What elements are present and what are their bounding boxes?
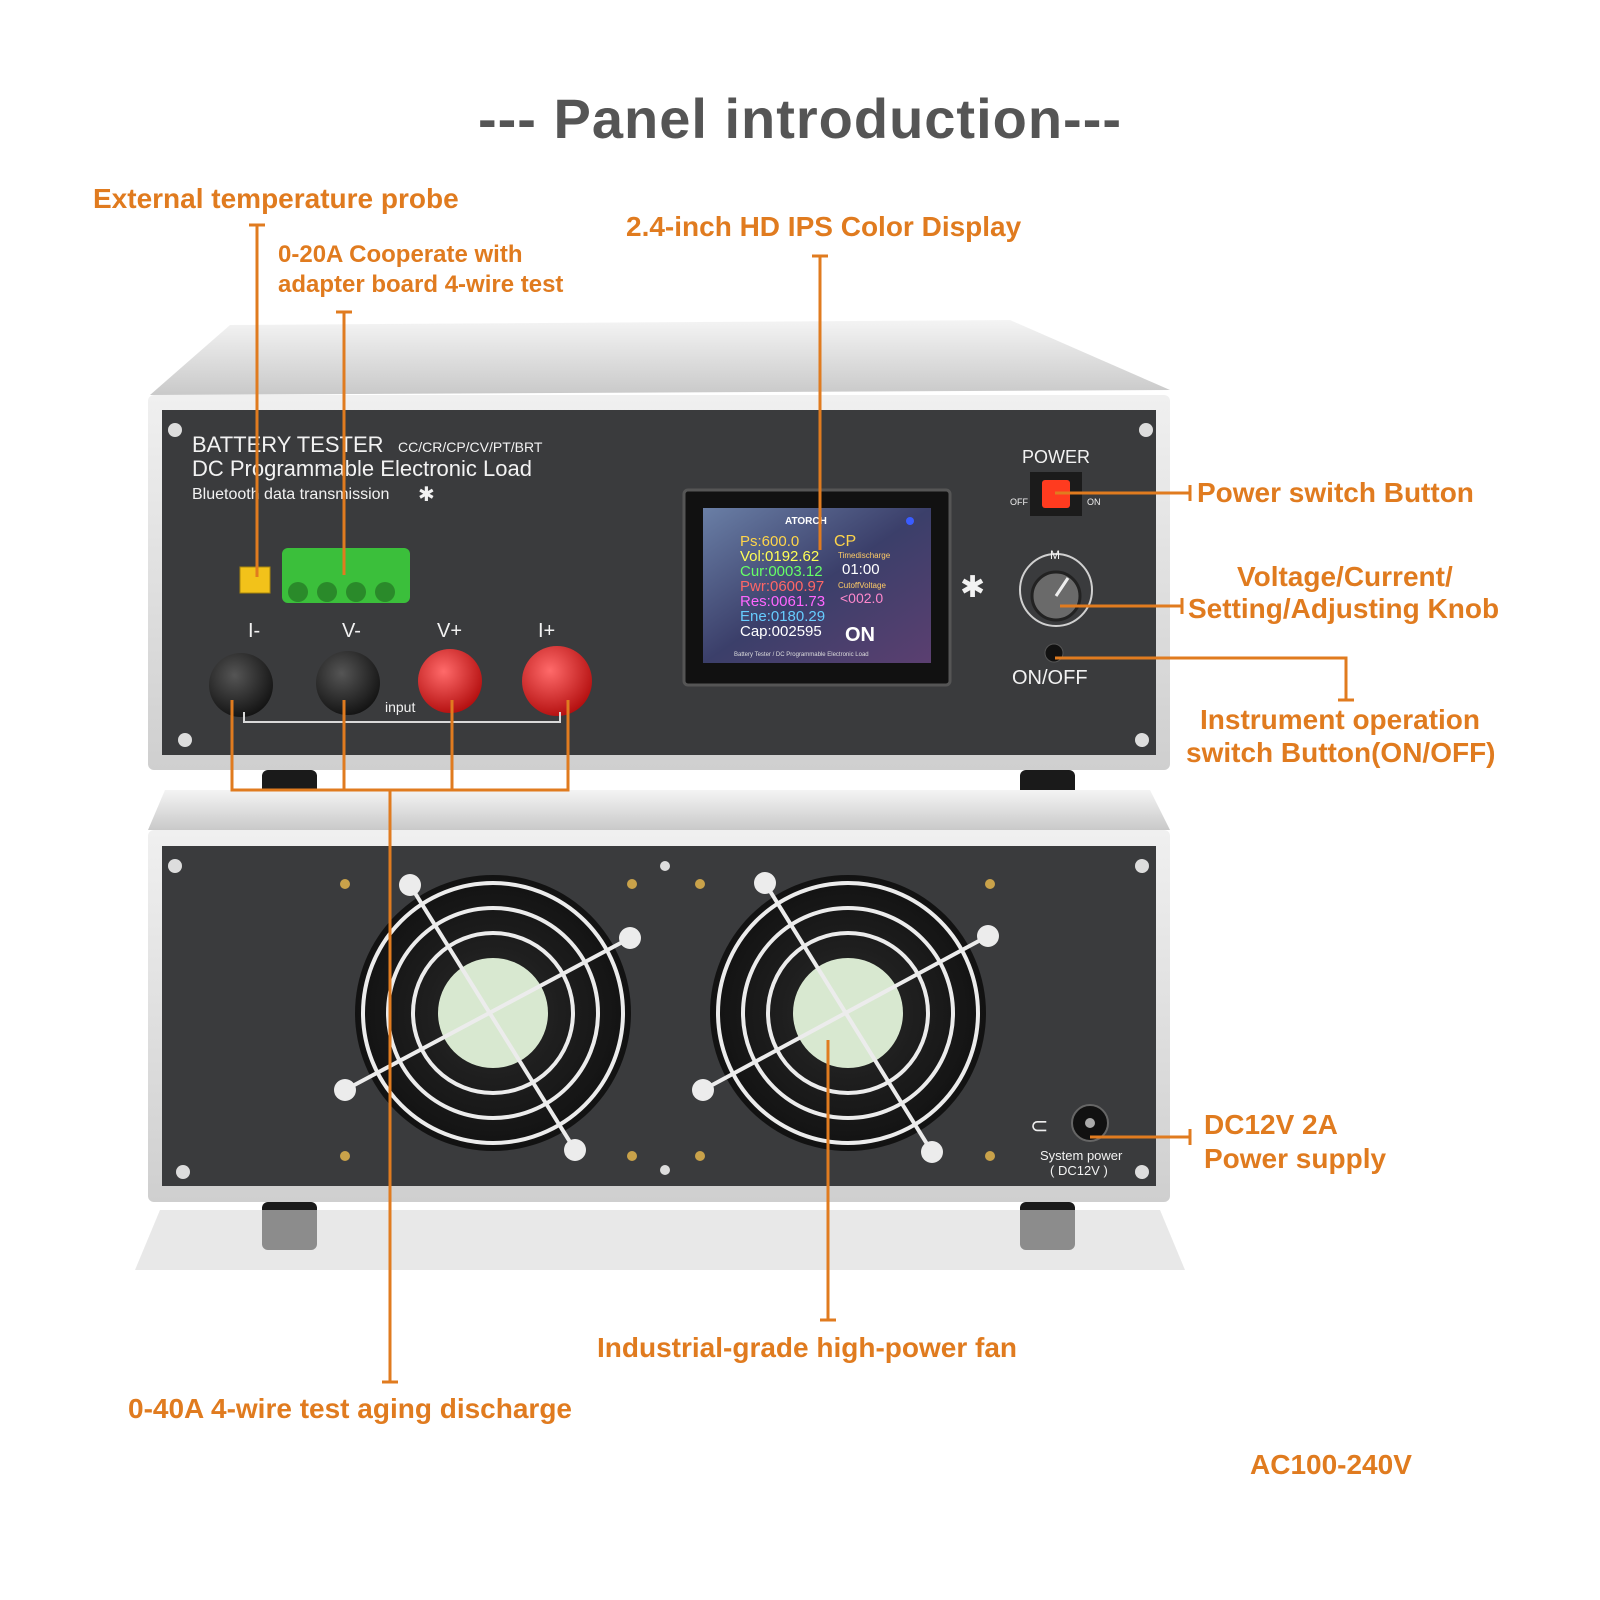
callout-knob-line2: Setting/Adjusting Knob xyxy=(1188,593,1500,624)
screw xyxy=(695,879,705,889)
lower-unit: ⊂ System power ( DC12V ) xyxy=(135,790,1185,1270)
screen-capacity: Cap:002595 xyxy=(740,623,822,640)
dc-jack-pin xyxy=(1085,1118,1095,1128)
screw xyxy=(168,423,182,437)
callout-power-switch: Power switch Button xyxy=(1197,477,1474,508)
screw xyxy=(985,879,995,889)
screw xyxy=(1135,859,1149,873)
terminal-label: I+ xyxy=(538,620,555,642)
screen-current: Cur:0003.12 xyxy=(740,563,823,580)
screen-cutoff-label: CutoffVoltage xyxy=(838,581,886,590)
bluetooth-led xyxy=(906,517,914,525)
screw xyxy=(985,1151,995,1161)
floor-shadow xyxy=(135,1210,1185,1270)
screen-brand: ATORCH xyxy=(785,516,827,527)
terminal-label: V- xyxy=(342,620,361,642)
bluetooth-icon: ✱ xyxy=(418,484,435,506)
bluetooth-text: Bluetooth data transmission xyxy=(192,486,389,503)
callout-ac-input: AC100-240V xyxy=(1250,1449,1412,1480)
callout-adapter-line1: 0-20A Cooperate with xyxy=(278,241,523,268)
callout-knob-line1: Voltage/Current/ xyxy=(1237,561,1453,592)
brand-line1: BATTERY TESTER xyxy=(192,432,384,457)
brand-modes: CC/CR/CP/CV/PT/BRT xyxy=(398,439,543,455)
terminal-v-plus[interactable] xyxy=(418,649,482,713)
terminal-v-minus[interactable] xyxy=(316,651,380,715)
callout-fan: Industrial-grade high-power fan xyxy=(597,1332,1018,1363)
screen-cutoff: <002.0 xyxy=(840,590,883,606)
leader-onoff xyxy=(1055,656,1348,700)
screen-time-label: Timedischarge xyxy=(838,551,891,560)
knob-indicator xyxy=(1054,577,1070,597)
power-on-label: ON xyxy=(1087,497,1101,507)
callout-temperature-probe: External temperature probe xyxy=(93,183,459,214)
callout-4wire-discharge: 0-40A 4-wire test aging discharge xyxy=(128,1393,572,1424)
temperature-probe-port[interactable] xyxy=(239,566,271,594)
callout-dc-line1: DC12V 2A xyxy=(1204,1109,1338,1140)
screen-time: 01:00 xyxy=(842,561,880,578)
power-label: POWER xyxy=(1022,447,1090,467)
terminal-label: I- xyxy=(248,620,260,642)
screw xyxy=(660,1165,670,1175)
screen-voltage: Vol:0192.62 xyxy=(740,548,819,565)
screw xyxy=(1135,733,1149,747)
screw xyxy=(695,1151,705,1161)
callout-display: 2.4-inch HD IPS Color Display xyxy=(626,211,1022,242)
screen-mode: CP xyxy=(834,533,856,550)
screw xyxy=(176,1165,190,1179)
terminal-label: V+ xyxy=(437,620,462,642)
callout-adapter-line2: adapter board 4-wire test xyxy=(278,271,564,298)
input-label: input xyxy=(385,699,415,715)
screw xyxy=(627,879,637,889)
onoff-label: ON/OFF xyxy=(1012,667,1088,689)
screw xyxy=(340,1151,350,1161)
cooling-fan-right xyxy=(692,872,999,1163)
system-power-label: System power xyxy=(1040,1148,1123,1163)
screen-footer: Battery Tester / DC Programmable Electro… xyxy=(734,652,869,658)
screw xyxy=(627,1151,637,1161)
screw xyxy=(1139,423,1153,437)
screen-energy: Ene:0180.29 xyxy=(740,608,825,625)
bluetooth-symbol-icon: ✱ xyxy=(960,571,985,604)
knob-label: M xyxy=(1050,548,1060,562)
screen-power: Pwr:0600.97 xyxy=(740,578,824,595)
callout-dc-line2: Power supply xyxy=(1204,1143,1387,1174)
green-4wire-connector[interactable] xyxy=(282,548,410,603)
screw xyxy=(178,733,192,747)
callout-onoff-line1: Instrument operation xyxy=(1200,704,1481,735)
screw xyxy=(660,861,670,871)
callout-onoff-line2: switch Button(ON/OFF) xyxy=(1186,737,1496,768)
screen-resistance: Res:0061.73 xyxy=(740,593,825,610)
power-off-label: OFF xyxy=(1010,497,1028,507)
upper-top-surface xyxy=(150,320,1170,395)
terminal-i-plus[interactable] xyxy=(522,646,592,716)
display-screen xyxy=(703,508,931,663)
knob-scale xyxy=(1019,553,1093,627)
input-wire-diagram xyxy=(243,712,561,723)
page-title: --- Panel introduction--- xyxy=(477,87,1122,150)
leader-terminals xyxy=(230,700,570,792)
terminal-i-minus[interactable] xyxy=(209,653,273,717)
cooling-fan-left xyxy=(334,874,641,1161)
system-power-voltage: ( DC12V ) xyxy=(1050,1163,1108,1178)
lower-front-panel xyxy=(162,846,1156,1186)
screw xyxy=(1135,1165,1149,1179)
brand-line2: DC Programmable Electronic Load xyxy=(192,456,532,481)
screen-ps: Ps:600.0 xyxy=(740,533,799,550)
upper-unit: BATTERY TESTER CC/CR/CP/CV/PT/BRT DC Pro… xyxy=(148,320,1170,812)
lower-top-surface xyxy=(148,790,1170,830)
dc-plug-icon: ⊂ xyxy=(1030,1113,1048,1138)
screen-status: ON xyxy=(845,624,875,646)
screw xyxy=(340,879,350,889)
screw xyxy=(168,859,182,873)
callout-lines xyxy=(230,223,1354,1384)
